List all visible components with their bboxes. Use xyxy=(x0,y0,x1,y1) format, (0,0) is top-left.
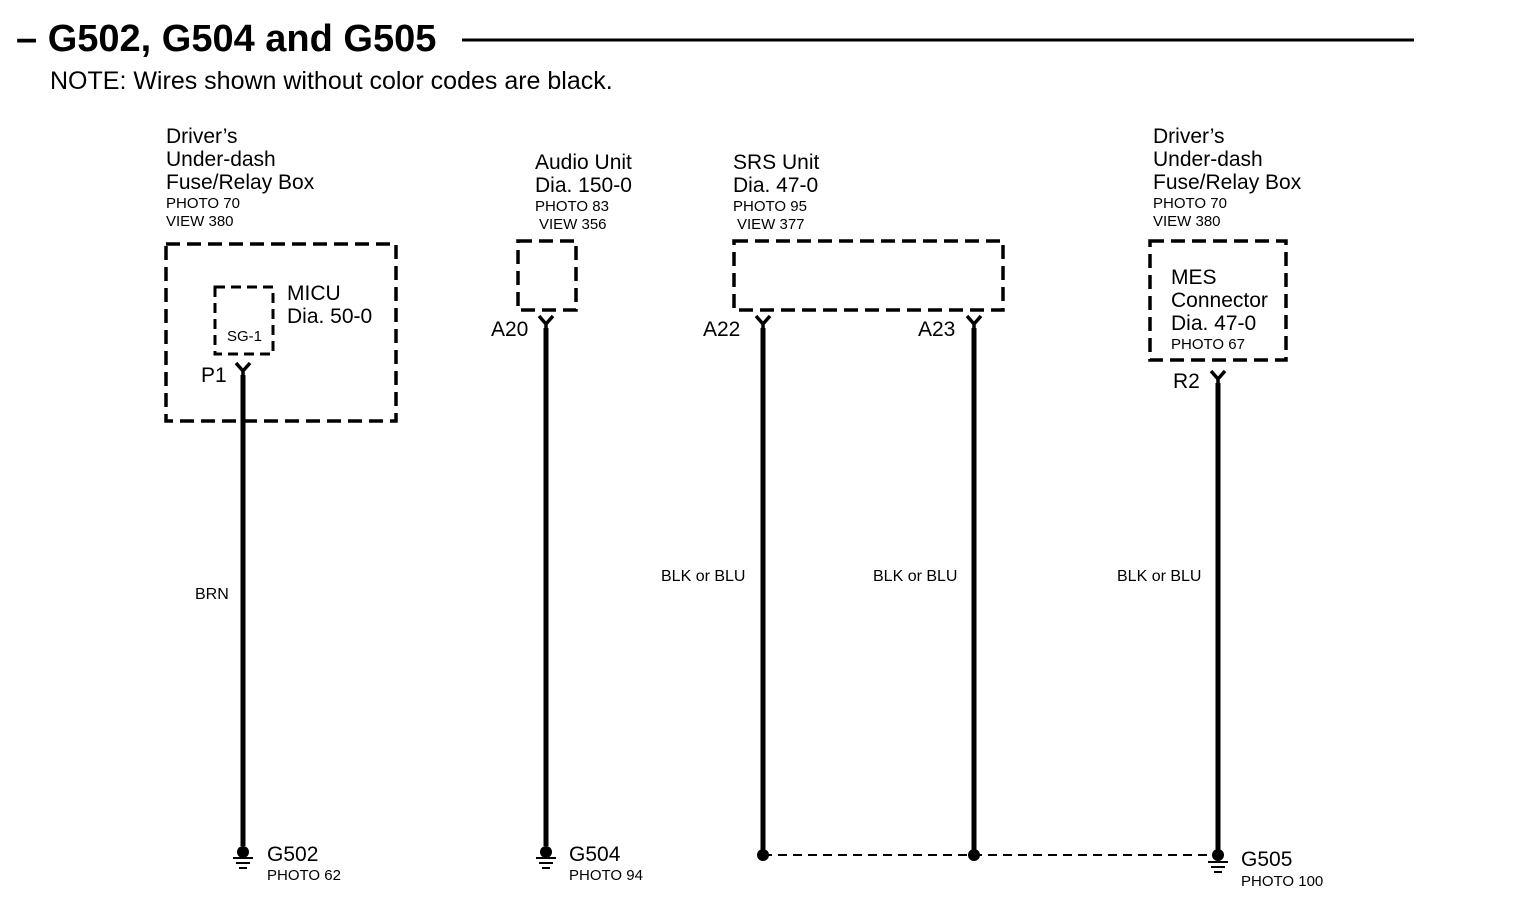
wire-label-a23: BLK or BLU xyxy=(873,568,957,585)
audio-label-line1: Audio Unit xyxy=(535,151,632,174)
wire-label-r2: BLK or BLU xyxy=(1117,568,1201,585)
ground-label-g502: G502 xyxy=(267,843,318,866)
audio-box xyxy=(516,239,578,312)
ground-photo-g505: PHOTO 100 xyxy=(1241,873,1323,890)
fuse-right-photo: PHOTO 70 xyxy=(1153,195,1227,212)
wire-label-brn: BRN xyxy=(195,586,229,603)
splice-dot-a22 xyxy=(757,849,769,861)
pin-r2: R2 xyxy=(1173,370,1200,393)
audio-photo: PHOTO 83 xyxy=(535,198,609,215)
srs-unit: SRS Unit Dia. 47-0 PHOTO 95 VIEW 377 A22… xyxy=(703,151,1005,341)
audio-label-line2: Dia. 150-0 xyxy=(535,174,632,197)
srs-box xyxy=(732,239,1005,312)
pin-a23: A23 xyxy=(918,318,955,341)
fuse-left-label-line1: Driver’s xyxy=(166,125,238,148)
mes-label-line2: Connector xyxy=(1171,289,1268,312)
terminal-a22 xyxy=(754,314,772,330)
ground-label-g504: G504 xyxy=(569,843,621,866)
fuse-right-label-line3: Fuse/Relay Box xyxy=(1153,171,1302,194)
mes-label-line3: Dia. 47-0 xyxy=(1171,312,1256,335)
mes-connector-box xyxy=(1148,239,1288,362)
micu-box xyxy=(213,285,275,356)
splice-dot-a23 xyxy=(968,849,980,861)
terminal-p1 xyxy=(234,361,252,377)
fuse-left-label-line2: Under-dash xyxy=(166,148,276,171)
srs-view: VIEW 377 xyxy=(737,216,805,233)
pin-p1: P1 xyxy=(201,364,227,387)
ground-icon-g505 xyxy=(1208,849,1228,873)
ground-icon-g504 xyxy=(536,846,556,869)
terminal-a23 xyxy=(965,314,983,330)
fuse-box-right: Driver’s Under-dash Fuse/Relay Box PHOTO… xyxy=(1148,125,1302,393)
ground-icon-g502 xyxy=(233,846,253,869)
fuse-left-label-line3: Fuse/Relay Box xyxy=(166,171,315,194)
micu-label-line1: MICU xyxy=(287,282,341,305)
ground-photo-g502: PHOTO 62 xyxy=(267,867,341,884)
page-title: – G502, G504 and G505 xyxy=(16,18,436,60)
wire-label-a22: BLK or BLU xyxy=(661,568,745,585)
fuse-left-view: VIEW 380 xyxy=(166,213,234,230)
audio-unit: Audio Unit Dia. 150-0 PHOTO 83 VIEW 356 … xyxy=(491,151,632,341)
terminal-a20 xyxy=(537,314,555,330)
fuse-left-photo: PHOTO 70 xyxy=(166,195,240,212)
fuse-right-label-line1: Driver’s xyxy=(1153,125,1225,148)
pin-a20: A20 xyxy=(491,318,528,341)
micu-pin-sg1: SG-1 xyxy=(227,328,262,345)
audio-view: VIEW 356 xyxy=(539,216,607,233)
terminal-r2 xyxy=(1209,369,1227,385)
fuse-left-box xyxy=(164,242,398,423)
mes-label-line1: MES xyxy=(1171,266,1217,289)
srs-label-line1: SRS Unit xyxy=(733,151,820,174)
srs-photo: PHOTO 95 xyxy=(733,198,807,215)
fuse-right-label-line2: Under-dash xyxy=(1153,148,1263,171)
ground-photo-g504: PHOTO 94 xyxy=(569,867,643,884)
srs-label-line2: Dia. 47-0 xyxy=(733,174,818,197)
fuse-right-view: VIEW 380 xyxy=(1153,213,1221,230)
micu-label-line2: Dia. 50-0 xyxy=(287,305,372,328)
fuse-box-left: Driver’s Under-dash Fuse/Relay Box PHOTO… xyxy=(164,125,398,423)
mes-photo: PHOTO 67 xyxy=(1171,336,1245,353)
ground-label-g505: G505 xyxy=(1241,848,1292,871)
pin-a22: A22 xyxy=(703,318,740,341)
note-text: NOTE: Wires shown without color codes ar… xyxy=(50,67,613,95)
